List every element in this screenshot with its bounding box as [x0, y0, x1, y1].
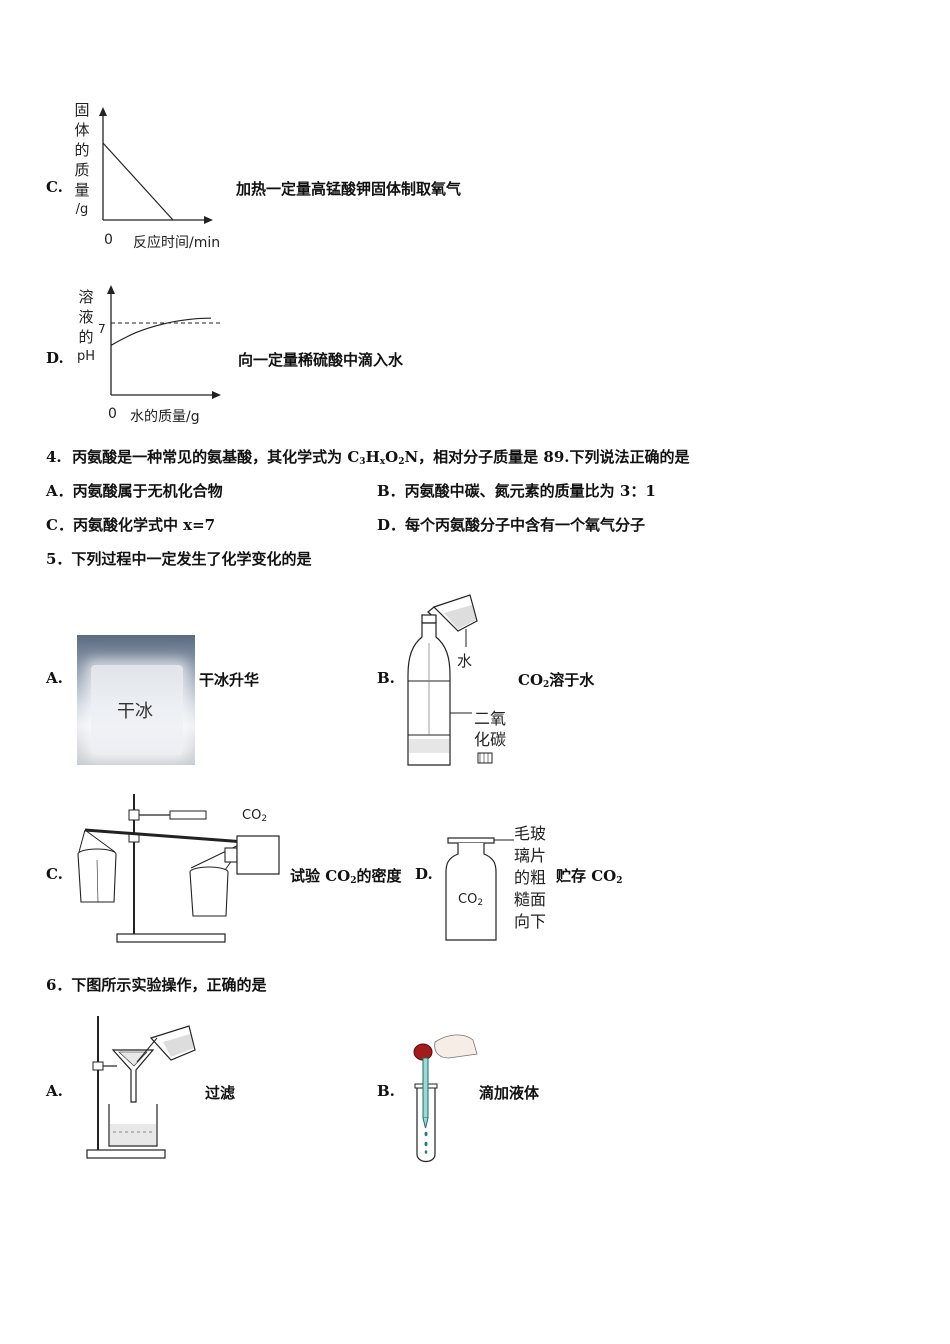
q4-option-b: B．丙氨酸中碳、氮元素的质量比为 3：1: [377, 482, 656, 500]
series-line: [110, 317, 212, 346]
gas-label-1: 二氧: [474, 709, 507, 728]
option-desc: 试验 CO2的密度: [290, 867, 402, 886]
option-desc: 滴加液体: [479, 1084, 540, 1102]
glass-plate-note: 毛玻 璃片 的粗 糙面 向下: [514, 824, 547, 931]
gas-label-2: 化碳: [474, 730, 507, 749]
x-axis-label: 反应时间/min: [133, 235, 221, 251]
option-desc: 干冰升华: [199, 671, 260, 689]
question-6-stem: 6．下图所示实验操作，正确的是: [46, 976, 267, 994]
series-line: [102, 142, 174, 221]
option-letter: D.: [46, 349, 64, 367]
q4-option-a: A．丙氨酸属于无机化合物: [46, 482, 223, 500]
option-letter: D.: [415, 865, 433, 883]
option-letter: A.: [46, 1082, 63, 1100]
option-letter: A.: [46, 669, 63, 687]
option-desc: 过滤: [205, 1084, 236, 1102]
option-letter: C.: [46, 865, 63, 883]
origin-label: 0: [108, 406, 117, 422]
option-desc: CO2溶于水: [518, 671, 595, 690]
y-axis-label: 溶 液 的 pH: [76, 288, 96, 364]
gas-jar-diagram: [445, 837, 514, 941]
question-4-stem: 4. 丙氨酸是一种常见的氨基酸，其化学式为 C3HxO2N，相对分子质量是 89…: [46, 448, 690, 467]
y-axis-label: 固 体 的 质 量 /g: [74, 101, 90, 217]
filtration-diagram: [86, 1016, 196, 1159]
tick-label-7: 7: [98, 322, 106, 336]
option-letter: C.: [46, 178, 63, 196]
x-axis-label: 水的质量/g: [130, 409, 200, 425]
dry-ice-photo: 干冰: [77, 635, 195, 765]
question-5-stem: 5．下列过程中一定发生了化学变化的是: [46, 550, 312, 568]
option-letter: B.: [377, 1082, 395, 1100]
option-letter: B.: [377, 669, 395, 687]
q4-option-c: C．丙氨酸化学式中 x=7: [46, 516, 216, 534]
co2-label: CO2: [458, 892, 484, 908]
water-label: 水: [457, 652, 473, 670]
balance-diagram: [77, 794, 280, 943]
option-desc: 加热一定量高锰酸钾固体制取氧气: [236, 180, 462, 198]
q4-option-d: D．每个丙氨酸分子中含有一个氧气分子: [377, 516, 646, 534]
option-desc: 贮存 CO2: [556, 867, 623, 886]
chart-d: [107, 285, 221, 399]
co2-label: CO2: [242, 808, 268, 824]
dropper-diagram: [413, 1034, 478, 1163]
dry-ice-label: 干冰: [117, 701, 153, 722]
bottle-diagram: [407, 594, 493, 766]
chart-c: [99, 107, 213, 224]
option-desc: 向一定量稀硫酸中滴入水: [238, 351, 404, 369]
origin-label: 0: [104, 232, 113, 248]
